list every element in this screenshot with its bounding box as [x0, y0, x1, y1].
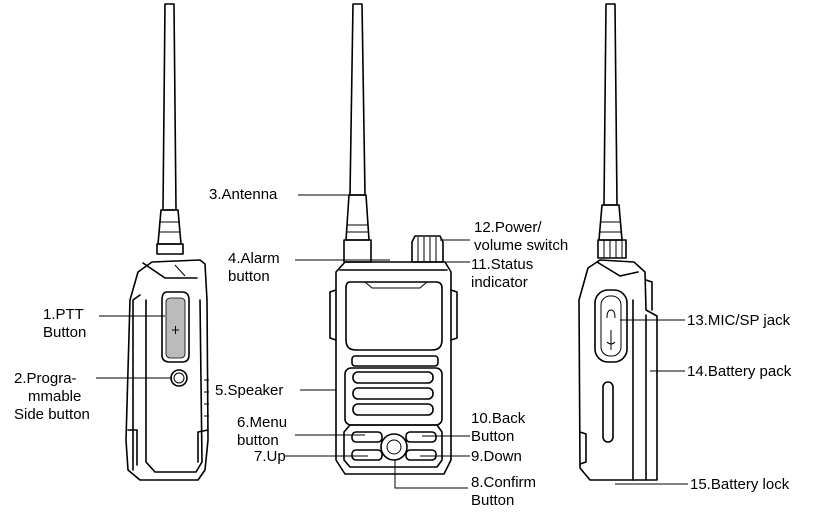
front-view [329, 3, 458, 475]
label-mic-jack: 13.MIC/SP jack [687, 312, 791, 329]
label-up: 7.Up [254, 448, 286, 465]
label-back-line2: Button [471, 428, 515, 445]
label-menu-line1: 6.Menu [237, 414, 288, 431]
label-status: 11.Status indicator [471, 256, 533, 292]
label-programmable-line3: Side button [14, 406, 90, 423]
label-programmable-line1: 2.Progra- [14, 370, 77, 387]
label-power-line2: volume switch [474, 237, 569, 254]
side-view-right [578, 3, 658, 481]
label-ptt-line2: Button [43, 324, 87, 341]
side-view-left [125, 3, 209, 481]
label-confirm: 8.Confirm Button [471, 474, 536, 510]
label-programmable-line2: mmable [28, 388, 82, 405]
label-battery-pack: 14.Battery pack [687, 363, 792, 380]
label-confirm-line2: Button [471, 492, 515, 509]
label-menu: 6.Menu button [237, 414, 287, 450]
label-alarm: 4.Alarm button [228, 250, 280, 286]
label-speaker: 5.Speaker [215, 382, 284, 399]
label-confirm-line1: 8.Confirm [471, 474, 537, 491]
label-programmable: 2.Progra- mmable Side button [14, 370, 90, 424]
label-battery-lock: 15.Battery lock [690, 476, 790, 493]
label-alarm-line2: button [228, 268, 270, 285]
label-status-line1: 11.Status [471, 256, 534, 273]
label-ptt-line1: 1.PTT [43, 306, 84, 323]
label-back-line1: 10.Back [471, 410, 526, 427]
label-down: 9.Down [471, 448, 522, 465]
label-ptt: 1.PTT Button [43, 306, 86, 342]
label-status-line2: indicator [471, 274, 528, 291]
label-menu-line2: button [237, 432, 279, 449]
label-power-line1: 12.Power/ [474, 219, 542, 236]
label-alarm-line1: 4.Alarm [228, 250, 280, 267]
label-antenna: 3.Antenna [209, 186, 278, 203]
label-power: 12.Power/ volume switch [474, 219, 568, 255]
leader-lines [96, 194, 688, 489]
label-back: 10.Back Button [471, 410, 525, 446]
